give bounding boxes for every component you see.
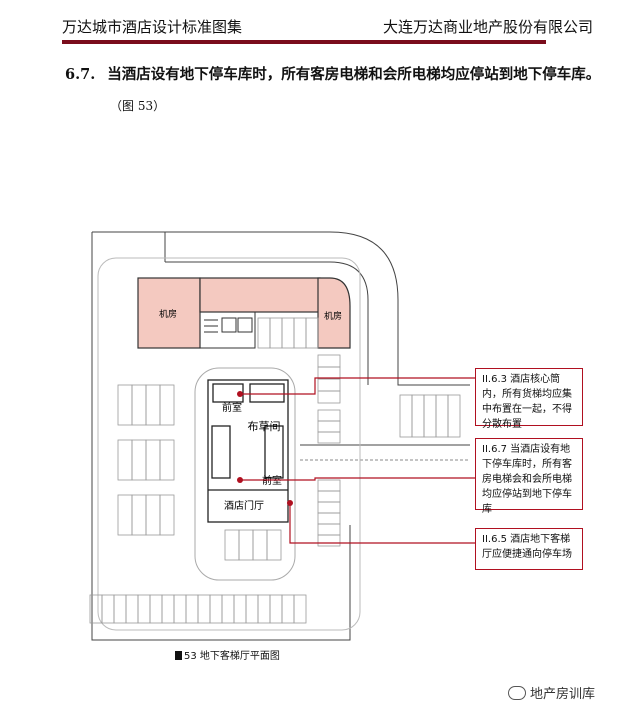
parking-stall: [317, 523, 341, 536]
parking-stall: [317, 490, 341, 503]
parking-stall: [159, 494, 175, 536]
parking-stall: [137, 594, 151, 624]
ramp-inner: [165, 261, 369, 385]
parking-stall: [305, 317, 319, 349]
parking-stall: [233, 594, 247, 624]
parking-stall: [317, 479, 341, 492]
front-room-label: 前室: [222, 401, 242, 414]
parking-stall: [399, 394, 413, 438]
parking-stall: [159, 384, 175, 426]
parking-stall: [317, 378, 341, 392]
marker-dot-3: [287, 500, 293, 506]
parking-stall: [317, 501, 341, 514]
caption-number: 53: [184, 651, 197, 662]
parking-stall: [209, 594, 223, 624]
parking-stall: [317, 534, 341, 547]
parking-stall: [317, 390, 341, 404]
cloth-room-label: 布草间: [248, 420, 281, 433]
parking-stall: [269, 594, 283, 624]
parking-stall: [101, 594, 115, 624]
header-divider: [62, 40, 546, 44]
figure-caption: 53 地下客梯厅平面图: [175, 647, 280, 662]
parking-stall: [252, 529, 268, 561]
marker-dot-2: [237, 477, 243, 483]
parking-stall: [159, 439, 175, 481]
parking-stall: [173, 594, 187, 624]
parking-stall: [269, 317, 283, 349]
parking-stall: [145, 384, 161, 426]
parking-stall: [257, 594, 271, 624]
parking-stall: [221, 594, 235, 624]
parking-stall: [113, 594, 127, 624]
parking-stall: [317, 409, 341, 422]
parking-stall: [281, 317, 295, 349]
machine-room-right: [317, 277, 351, 349]
parking-stall: [293, 594, 307, 624]
leader-line-2: [240, 477, 475, 481]
watermark-text: 地产房训库: [530, 687, 596, 702]
company-name: 大连万达商业地产股份有限公司: [383, 18, 594, 36]
parking-stall: [131, 384, 147, 426]
parking-stall: [117, 494, 133, 536]
clause-number: 6.7.: [65, 66, 96, 83]
site-outline: [91, 232, 351, 641]
leader-line-3: [289, 503, 475, 544]
ramp-outer: [165, 231, 470, 386]
figure-reference: （图 53）: [110, 99, 166, 113]
core-island: [194, 367, 296, 581]
caption-marker: [175, 651, 182, 660]
parking-stall: [317, 354, 341, 368]
parking-stall: [161, 594, 175, 624]
parking-stall: [281, 594, 295, 624]
hotel-core: [207, 379, 289, 523]
parking-stall: [224, 529, 240, 561]
hotel-lobby-label: 酒店门厅: [224, 499, 264, 512]
machine-room-left-label: 机房: [159, 308, 177, 320]
marker-dot-1: [237, 391, 243, 397]
parking-stall: [317, 420, 341, 433]
parking-stall: [447, 394, 461, 438]
parking-stall: [238, 529, 254, 561]
parking-stall: [293, 317, 307, 349]
parking-stall: [317, 366, 341, 380]
note-box-1: II.6.3 酒店核心筒内，所有货梯均应集中布置在一起，不得分散布置: [475, 368, 583, 430]
parking-stall: [149, 594, 163, 624]
machine-room-right-label: 机房: [324, 310, 342, 322]
parking-stall: [145, 439, 161, 481]
parking-stall: [117, 439, 133, 481]
clause-text: 当酒店设有地下停车库时，所有客房电梯和会所电梯均应停站到地下停车库。: [107, 66, 601, 83]
parking-stall: [245, 594, 259, 624]
top-core: [199, 311, 256, 349]
parking-stall: [125, 594, 139, 624]
parking-stall: [266, 529, 282, 561]
parking-stall: [145, 494, 161, 536]
parking-stall: [117, 384, 133, 426]
parking-stall: [423, 394, 437, 438]
parking-stall: [185, 594, 199, 624]
wechat-icon: [508, 686, 526, 700]
parking-stall: [257, 317, 271, 349]
machine-room-band: [199, 277, 321, 313]
parking-stall: [411, 394, 425, 438]
parking-stall: [131, 439, 147, 481]
note-box-3: II.6.5 酒店地下客梯厅应便捷通向停车场: [475, 528, 583, 570]
parking-stall: [317, 431, 341, 444]
parking-stall: [317, 512, 341, 525]
parking-stall: [435, 394, 449, 438]
clause-heading: 6.7. 当酒店设有地下停车库时，所有客房电梯和会所电梯均应停站到地下停车库。: [65, 63, 600, 84]
watermark: 地产房训库: [508, 683, 595, 702]
parking-stall: [197, 594, 211, 624]
caption-text: 地下客梯厅平面图: [199, 651, 280, 662]
leader-line-1: [240, 377, 475, 395]
document-header-title: 万达城市酒店设计标准图集: [62, 18, 243, 36]
note-box-2: II.6.7 当酒店设有地下停车库时，所有客房电梯会和会所电梯均应停站到地下停车…: [475, 438, 583, 515]
parking-stall: [131, 494, 147, 536]
